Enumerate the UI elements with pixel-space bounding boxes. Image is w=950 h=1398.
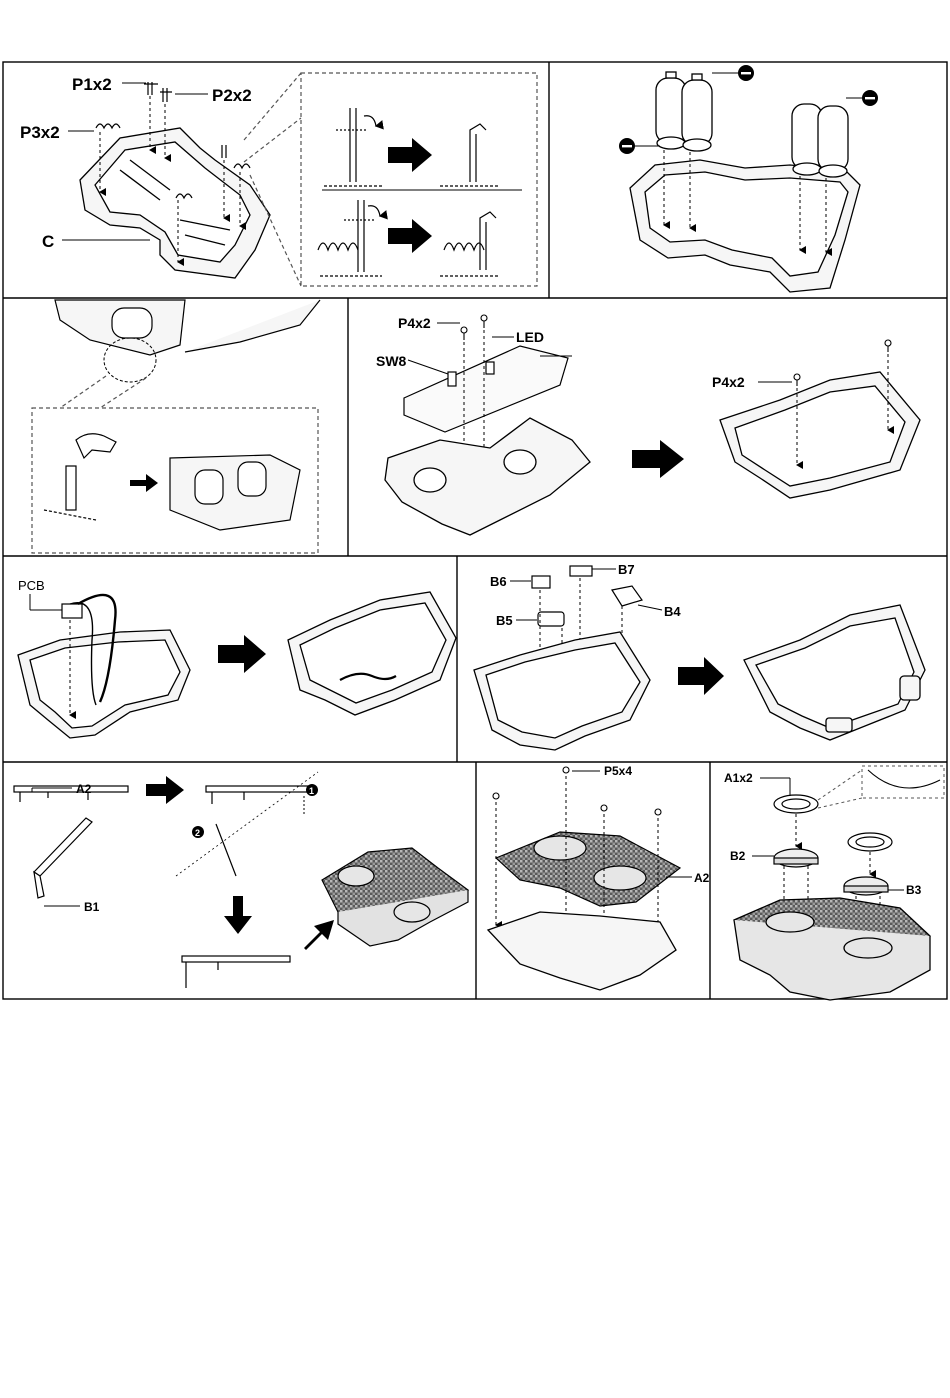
label-p3: P3x2 bbox=[20, 123, 60, 142]
panel-1-contacts: P1x2 P2x2 P3x2 C bbox=[20, 73, 537, 286]
label-b1: B1 bbox=[84, 900, 100, 914]
buttoned-housing bbox=[744, 605, 925, 740]
label-b3: B3 bbox=[906, 883, 922, 897]
hand-and-card bbox=[44, 434, 116, 520]
step-arrow-big bbox=[632, 440, 684, 478]
label-b4: B4 bbox=[664, 604, 681, 619]
label-led: LED bbox=[516, 329, 544, 345]
step-arrow-cover bbox=[146, 776, 184, 804]
detail-inset bbox=[244, 73, 537, 286]
panel-8-top-cover: P5x4 A2 bbox=[488, 764, 710, 990]
housing-detail bbox=[170, 455, 300, 530]
label-a2-right: A2 bbox=[694, 871, 710, 885]
pcb-board bbox=[404, 346, 568, 432]
label-p2: P2x2 bbox=[212, 86, 252, 105]
assembled-housing bbox=[720, 372, 920, 498]
step-arrow-buttons bbox=[678, 657, 724, 695]
lidded-housing bbox=[734, 898, 930, 1000]
label-p4-right: P4x2 bbox=[712, 374, 745, 390]
step-arrow-diag bbox=[304, 920, 334, 950]
step-arrow-down bbox=[224, 896, 252, 934]
screws-p5 bbox=[493, 767, 661, 815]
label-p5: P5x4 bbox=[604, 764, 632, 778]
label-p4: P4x2 bbox=[398, 315, 431, 331]
hinge-b1 bbox=[34, 818, 92, 898]
step1-number: 1 bbox=[309, 786, 314, 796]
label-a1: A1x2 bbox=[724, 771, 753, 785]
panel-7-cover-hinge: A2 B1 1 2 bbox=[14, 772, 468, 988]
label-b2: B2 bbox=[730, 849, 746, 863]
label-p1: P1x2 bbox=[72, 75, 112, 94]
label-b5: B5 bbox=[496, 613, 513, 628]
mesh-cover bbox=[322, 848, 468, 946]
housing-c bbox=[80, 128, 270, 278]
screws-p4 bbox=[461, 315, 487, 340]
ring-a1 bbox=[774, 795, 892, 851]
panel-9-lids: A1x2 B2 B3 bbox=[724, 766, 944, 1000]
panel-3-switch-insert bbox=[32, 300, 320, 553]
lower-housing bbox=[385, 418, 590, 535]
lid-b2 bbox=[774, 849, 818, 867]
panel-5-wiring: PCB bbox=[18, 578, 456, 738]
hinge-step bbox=[216, 824, 236, 876]
label-a2-cover: A2 bbox=[76, 782, 92, 796]
cover-step bbox=[206, 786, 314, 804]
panel-2-batteries bbox=[619, 65, 878, 292]
pcb-part bbox=[62, 604, 82, 618]
wired-housing bbox=[288, 592, 456, 715]
label-c: C bbox=[42, 232, 54, 251]
housing-corner bbox=[55, 300, 320, 355]
top-mesh bbox=[496, 832, 680, 906]
base-housing bbox=[488, 912, 676, 990]
wiring-housing bbox=[18, 630, 190, 738]
label-b7: B7 bbox=[618, 562, 635, 577]
label-pcb: PCB bbox=[18, 578, 45, 593]
panel-6-buttons: B6 B7 B5 B4 bbox=[474, 562, 925, 750]
step-arrow-small bbox=[130, 474, 158, 492]
step-arrow-wiring bbox=[218, 635, 266, 673]
label-b6: B6 bbox=[490, 574, 507, 589]
label-sw8: SW8 bbox=[376, 353, 407, 369]
cover-assembled bbox=[182, 956, 290, 988]
ring-detail-inset bbox=[818, 766, 944, 808]
buttons-housing bbox=[474, 632, 650, 750]
panel-4-pcb: P4x2 LED SW8 P4x2 bbox=[376, 315, 920, 535]
lid-b3 bbox=[844, 877, 888, 895]
step2-number: 2 bbox=[195, 828, 200, 838]
